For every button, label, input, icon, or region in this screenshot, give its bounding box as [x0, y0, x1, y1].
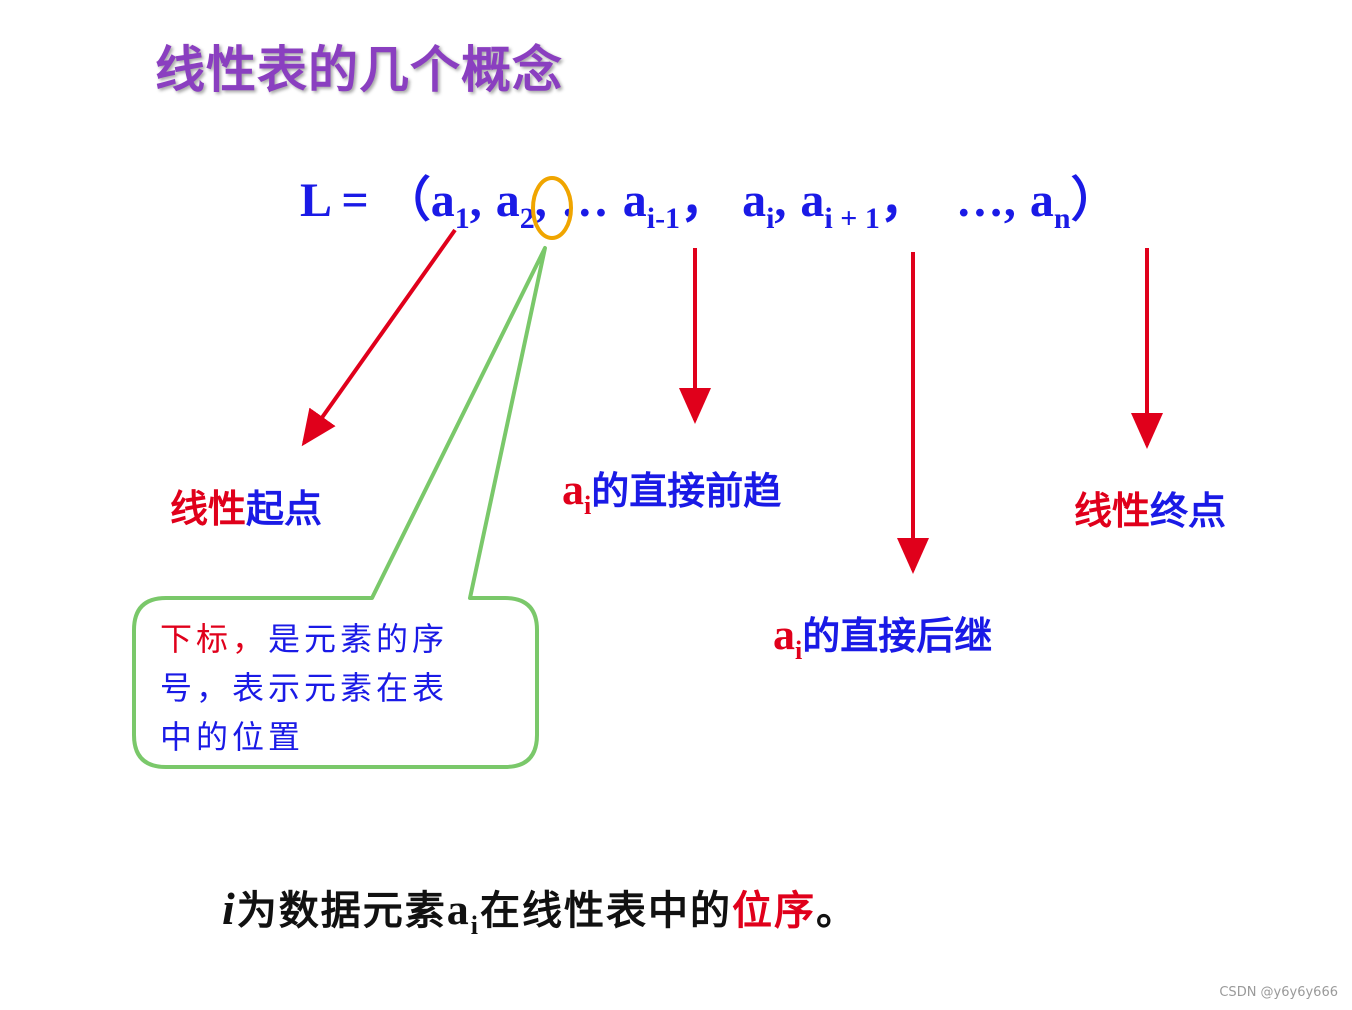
succ-a-symbol: ai	[773, 610, 803, 665]
element-a-n: an	[1029, 174, 1071, 235]
pred-a-symbol: ai	[562, 465, 592, 520]
callout-bubble	[132, 246, 547, 769]
formula-open-paren: （	[382, 174, 431, 227]
callout-line-2: 号，表示元素在表	[160, 669, 449, 707]
slide-title: 线性表的几个概念	[155, 41, 563, 99]
highlight-circle-a2	[531, 176, 573, 240]
callout-line-3: 中的位置	[160, 718, 305, 756]
element-a2: a2	[495, 174, 535, 235]
label-direct-predecessor: ai的直接前趋	[562, 465, 782, 520]
callout-text: 下标，是元素的序 号，表示元素在表 中的位置	[160, 615, 448, 762]
bottom-definition: i为数据元素ai在线性表中的位序。	[222, 883, 859, 940]
formula-lhs: L =	[300, 174, 369, 227]
arrow-start	[301, 228, 457, 447]
formula-linear-list: L =（a1,a2,…ai-1，ai,ai + 1，…,an）	[300, 174, 1119, 235]
formula-close-paren: ）	[1070, 174, 1119, 227]
element-a-i-minus-1: ai-1	[622, 174, 681, 235]
label-linear-end: 线性终点	[1074, 488, 1227, 533]
watermark: CSDN @y6y6y666	[1219, 985, 1338, 1000]
ellipsis-2: …,	[955, 174, 1016, 227]
element-a-i: ai	[742, 174, 775, 235]
label-direct-successor: ai的直接后继	[773, 610, 993, 665]
element-a1: a1	[430, 174, 470, 235]
element-a-i-plus-1: ai + 1	[800, 174, 880, 235]
callout-line-1: 下标，是元素的序	[160, 620, 449, 658]
label-linear-start: 线性起点	[170, 486, 323, 531]
